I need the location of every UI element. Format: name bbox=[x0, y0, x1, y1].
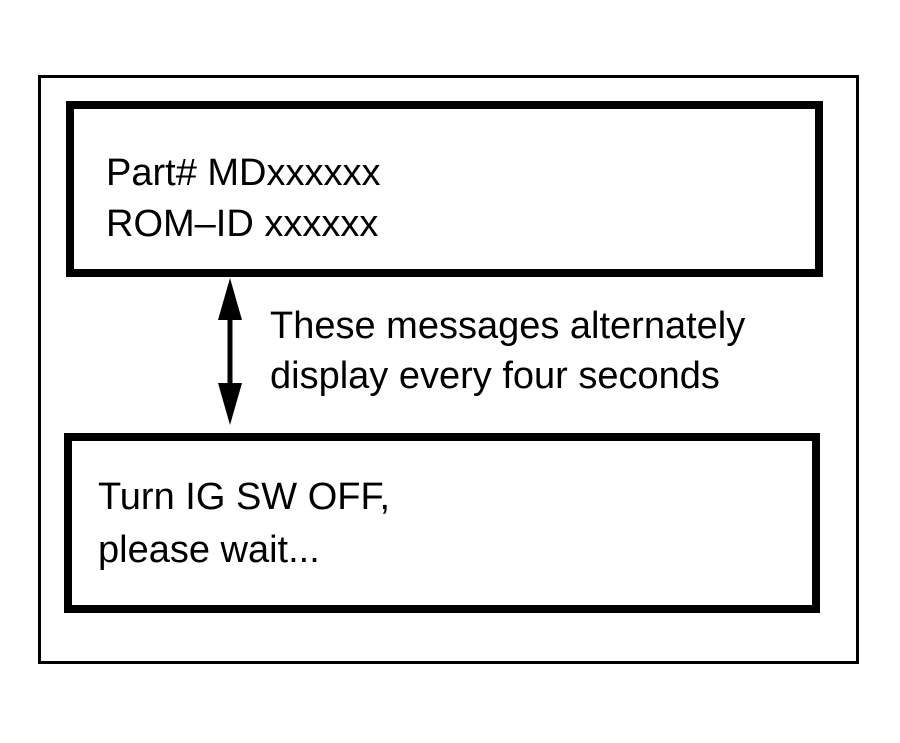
outer-frame bbox=[38, 75, 859, 664]
arrow-head-up bbox=[218, 278, 242, 320]
turn-ig-off-text: Turn IG SW OFF, bbox=[98, 476, 391, 518]
display-screen-part-number: Part# MDxxxxxx ROM–ID xxxxxx bbox=[66, 101, 823, 277]
rom-id-text: ROM–ID xxxxxx bbox=[106, 203, 379, 245]
arrow-head-down bbox=[218, 383, 242, 425]
note-line-1: These messages alternately bbox=[270, 305, 746, 347]
part-number-text: Part# MDxxxxxx bbox=[106, 152, 381, 194]
please-wait-text: please wait... bbox=[98, 529, 320, 571]
display-screen-ig-off: Turn IG SW OFF, please wait... bbox=[64, 433, 820, 613]
note-line-2: display every four seconds bbox=[270, 355, 720, 397]
double-arrow-icon bbox=[218, 278, 242, 425]
alternation-note: These messages alternately display every… bbox=[270, 301, 745, 401]
